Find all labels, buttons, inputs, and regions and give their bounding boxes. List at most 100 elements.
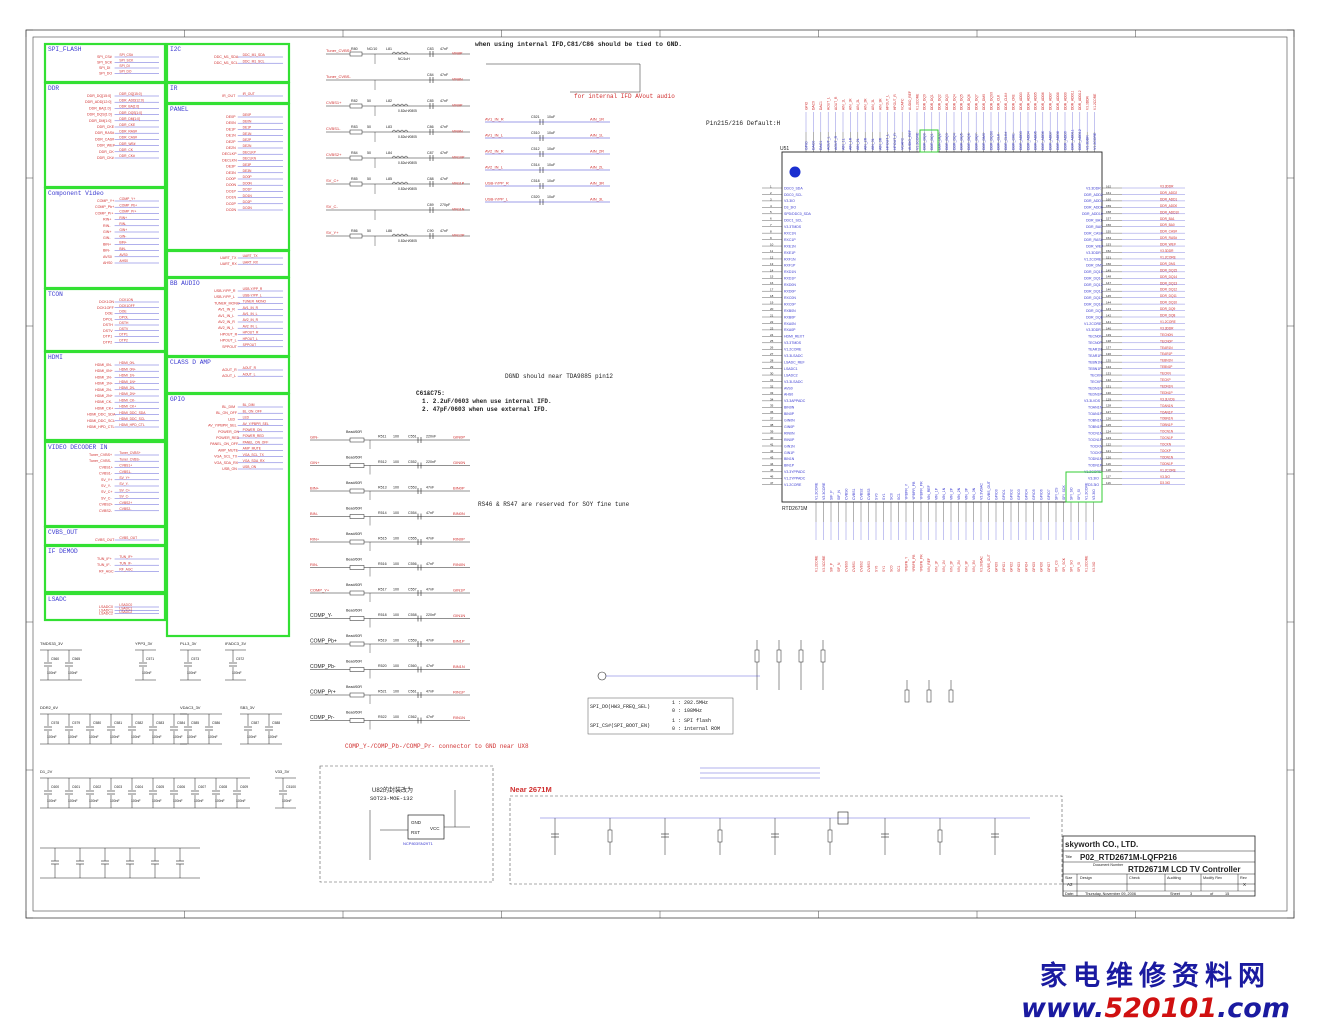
svg-text:V3.3DDR: V3.3DDR	[1160, 326, 1174, 330]
section-vdec: VIDEO DECODER INTuner_CVBS+Tuner_CVBS+Tu…	[43, 440, 167, 528]
svg-text:DPOL: DPOL	[119, 315, 128, 319]
svg-text:R521: R521	[378, 690, 387, 694]
svg-text:AIN_2L: AIN_2L	[856, 99, 860, 110]
svg-text:DDR_DQ2: DDR_DQ2	[938, 94, 942, 110]
svg-text:GPIO5: GPIO5	[1032, 489, 1036, 500]
svg-text:SPI_CS: SPI_CS	[1054, 559, 1058, 572]
svg-text:U51: U51	[780, 146, 789, 152]
svg-text:LSADC0: LSADC0	[99, 605, 113, 609]
svg-text:BIN1P: BIN1P	[784, 464, 795, 468]
svg-text:TOBN1P: TOBN1P	[1160, 423, 1173, 427]
svg-text:47nF: 47nF	[426, 486, 435, 490]
svg-text:15: 15	[1225, 892, 1229, 896]
svg-text:SY0: SY0	[874, 493, 878, 500]
svg-text:DDR_CLK: DDR_CLK	[997, 94, 1001, 110]
svg-text:Tuner_CVBS-: Tuner_CVBS-	[326, 74, 351, 79]
svg-text:TUN_IF+: TUN_IF+	[119, 555, 133, 559]
svg-text:DDR_WE#: DDR_WE#	[97, 144, 115, 148]
svg-text:USB-Y/PP_R: USB-Y/PP_R	[485, 181, 509, 186]
svg-text:RIN1N: RIN1N	[453, 715, 465, 720]
svg-text:D3.3IO: D3.3IO	[1160, 481, 1171, 485]
svg-text:RIN-: RIN-	[103, 224, 111, 228]
svg-text:AUDIO_REF: AUDIO_REF	[908, 91, 912, 110]
svg-text:VIN12P: VIN12P	[452, 234, 465, 238]
svg-text:HDMI_CK+: HDMI_CK+	[95, 406, 113, 410]
svg-text:VIN_REF: VIN_REF	[927, 485, 931, 500]
svg-text:SIF_N: SIF_N	[837, 562, 841, 572]
svg-text:V1.2CORE: V1.2CORE	[915, 132, 919, 150]
svg-text:RXA0N: RXA0N	[784, 322, 796, 326]
svg-text:RXA0P: RXA0P	[784, 328, 796, 332]
svg-text:C605: C605	[156, 785, 164, 789]
svg-text:DDR_ADD8: DDR_ADD8	[1056, 131, 1060, 150]
svg-text:DDR_BA1: DDR_BA1	[1160, 217, 1175, 221]
svg-text:R516: R516	[378, 562, 387, 566]
svg-text:PANEL: PANEL	[170, 106, 189, 113]
svg-text:SOT23-MOE-132: SOT23-MOE-132	[370, 795, 413, 802]
svg-text:121: 121	[1106, 449, 1111, 453]
svg-text:R86: R86	[351, 229, 358, 233]
svg-text:VGA_SDA_RX: VGA_SDA_RX	[243, 459, 266, 463]
svg-text:SPI_SCK: SPI_SCK	[119, 59, 134, 63]
svg-text:14: 14	[770, 268, 774, 272]
svg-text:C512: C512	[531, 147, 540, 151]
svg-text:V3.3DDR: V3.3DDR	[1086, 95, 1090, 110]
svg-text:4: 4	[770, 204, 772, 208]
svg-text:DDR_DQ1: DDR_DQ1	[930, 133, 934, 150]
svg-text:SY1: SY1	[882, 493, 886, 500]
svg-text:100: 100	[393, 537, 399, 541]
svg-text:GPIO5: GPIO5	[1032, 562, 1036, 572]
svg-text:V1.2CORE: V1.2CORE	[1160, 468, 1176, 472]
svg-text:47nF: 47nF	[440, 47, 449, 51]
svg-text:100: 100	[393, 664, 399, 668]
svg-text:CVBS1+: CVBS1+	[99, 465, 113, 469]
svg-text:COMP_Pr+: COMP_Pr+	[310, 690, 336, 696]
svg-text:GIN+: GIN+	[119, 228, 127, 232]
svg-text:DDR_DQ6: DDR_DQ6	[967, 94, 971, 110]
svg-text:DDR_ADD3: DDR_ADD3	[1019, 92, 1023, 110]
svg-text:YPBPR_Y: YPBPR_Y	[904, 556, 908, 572]
svg-text:BIN1N: BIN1N	[453, 664, 465, 669]
svg-text:DAC1: DAC1	[819, 141, 823, 150]
svg-text:0.82uH/0805: 0.82uH/0805	[398, 187, 417, 191]
svg-text:47nF: 47nF	[426, 639, 435, 643]
svg-text:DDR_ADD1: DDR_ADD1	[1084, 199, 1103, 203]
svg-text:DDR_CAS#: DDR_CAS#	[119, 136, 137, 140]
svg-text:C85: C85	[427, 99, 434, 103]
svg-text:28: 28	[770, 359, 774, 363]
svg-text:U82的封装改为: U82的封装改为	[372, 786, 413, 794]
svg-text:SPI_DO: SPI_DO	[119, 70, 132, 74]
svg-text:CVBS1-: CVBS1-	[99, 472, 113, 476]
svg-text:C551: C551	[408, 435, 417, 439]
svg-text:HDMI_CK+: HDMI_CK+	[119, 405, 136, 409]
svg-text:DSTV: DSTV	[103, 329, 113, 333]
svg-text:RXC0P: RXC0P	[784, 302, 796, 306]
svg-text:HDMI_DDC_SDA: HDMI_DDC_SDA	[119, 411, 146, 415]
svg-text:TEAR1N: TEAR1N	[1088, 348, 1102, 352]
svg-text:C556: C556	[408, 562, 417, 566]
svg-text:GPIO3: GPIO3	[1017, 489, 1021, 500]
svg-text:VIN_3N: VIN_3N	[972, 487, 976, 500]
svg-text:D3.3IO: D3.3IO	[1088, 483, 1099, 487]
svg-text:VIN11P: VIN11P	[452, 182, 465, 186]
svg-text:LED: LED	[228, 417, 235, 421]
svg-text:V3.3TMDS: V3.3TMDS	[784, 225, 802, 229]
svg-text:100nF: 100nF	[173, 735, 183, 739]
svg-text:DECLKP: DECLKP	[243, 150, 257, 154]
svg-text:DDR_ADD8: DDR_ADD8	[1056, 92, 1060, 110]
svg-text:V1.2CORE: V1.2CORE	[915, 93, 919, 110]
svg-text:147: 147	[1106, 281, 1111, 285]
svg-text:L85: L85	[386, 177, 392, 181]
svg-text:DDR_BA0: DDR_BA0	[1086, 225, 1102, 229]
svg-text:COMP_Pb+: COMP_Pb+	[119, 203, 137, 207]
svg-text:100: 100	[393, 435, 399, 439]
svg-text:DDR_DQ5: DDR_DQ5	[960, 133, 964, 150]
svg-text:COMP_Pr+: COMP_Pr+	[119, 210, 136, 214]
svg-text:47nF: 47nF	[426, 690, 435, 694]
svg-text:DDR_DM0: DDR_DM0	[982, 133, 986, 150]
svg-text:AIN_3R: AIN_3R	[590, 181, 604, 186]
